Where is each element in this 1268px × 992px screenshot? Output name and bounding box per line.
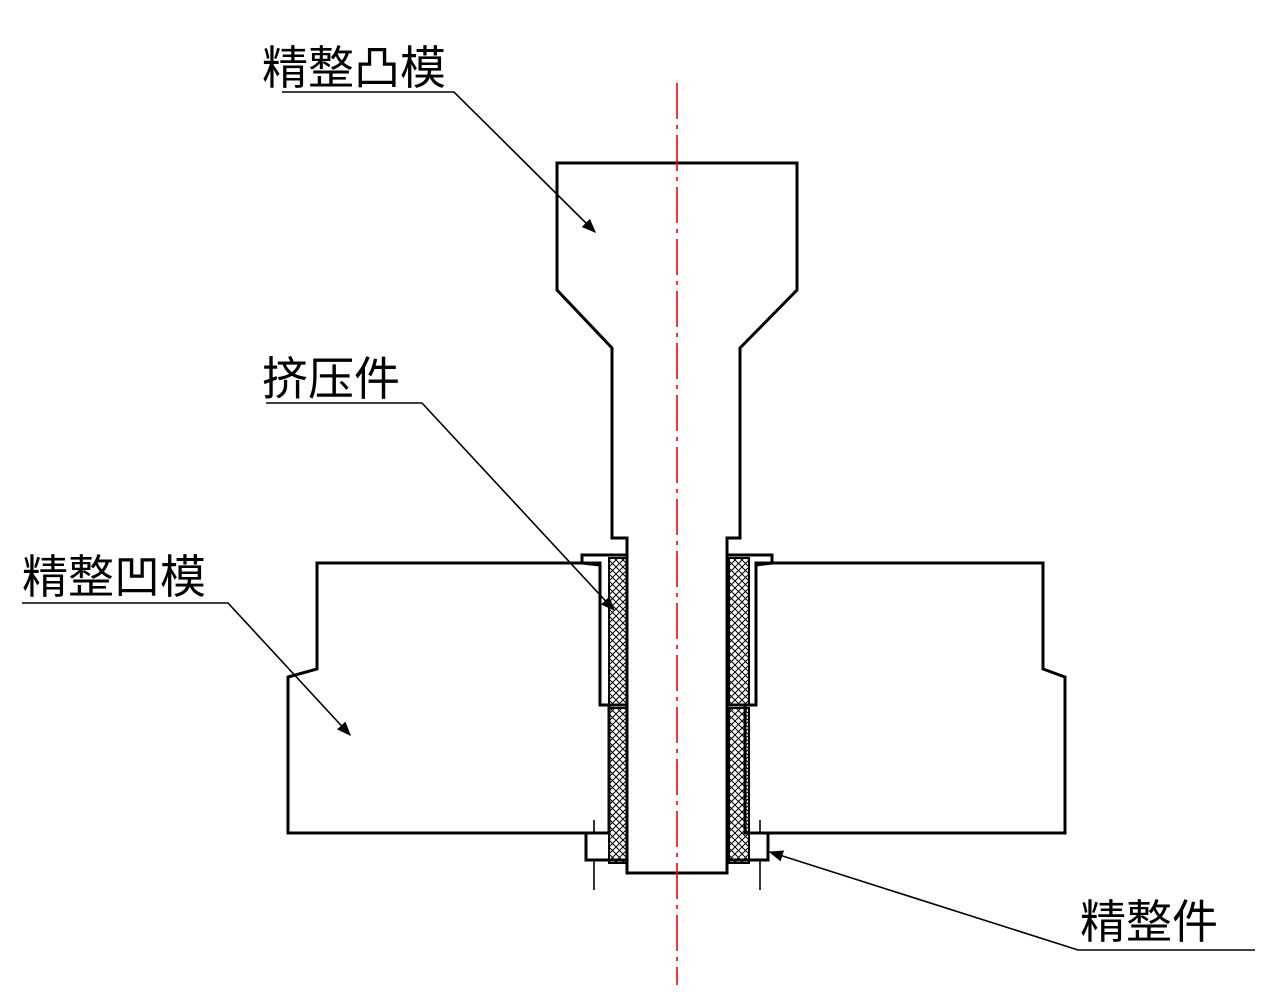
extrusion-part-right-wall <box>728 557 750 706</box>
extrusion-part-right <box>725 553 774 707</box>
extrusion-part-left-wall <box>608 557 628 706</box>
leader-finishing-part <box>768 850 1255 951</box>
label-die: 精整凹模 <box>22 550 206 604</box>
label-punch: 精整凸模 <box>262 41 446 95</box>
label-finishing-part: 精整件 <box>1080 895 1218 949</box>
finishing-part-right-wall <box>728 707 750 864</box>
die-left-body <box>286 561 611 835</box>
finishing-part-right-flange <box>727 831 770 862</box>
extrusion-part-left <box>580 553 629 707</box>
label-extrusion-part: 挤压件 <box>262 352 400 406</box>
finishing-part-left-flange <box>584 831 627 862</box>
punch-body <box>555 161 799 875</box>
leader-extrusion-part <box>266 402 615 612</box>
finishing-part-left-wall <box>608 707 628 864</box>
leader-punch <box>282 91 597 234</box>
die-right-body <box>743 561 1067 835</box>
leader-die <box>22 602 351 737</box>
